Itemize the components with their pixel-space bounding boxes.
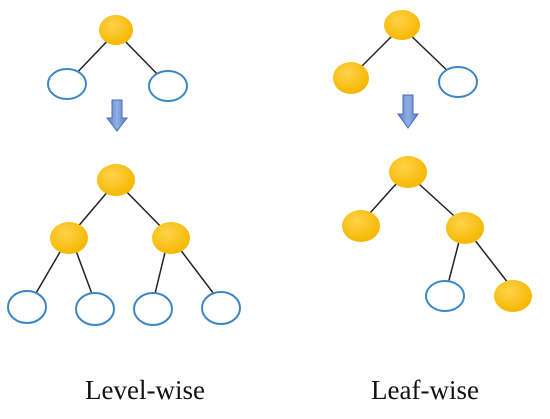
filled-node: [342, 210, 380, 242]
empty-node: [75, 292, 115, 326]
level-wise-grown-tree: [7, 164, 241, 326]
empty-node: [438, 66, 478, 98]
filled-node: [99, 15, 133, 45]
down-arrow-icon: [397, 94, 419, 129]
leaf-wise-grown-tree: [342, 156, 532, 312]
filled-node: [494, 280, 532, 312]
filled-node: [97, 164, 135, 196]
filled-node: [333, 62, 369, 94]
down-arrow-icon: [105, 99, 129, 132]
empty-node: [7, 290, 47, 324]
filled-node: [384, 10, 420, 40]
level-wise-caption: Level-wise: [85, 375, 205, 405]
leaf-wise-initial-tree: [333, 10, 478, 98]
empty-node: [425, 280, 465, 312]
empty-node: [133, 292, 173, 326]
filled-node: [389, 156, 427, 188]
empty-node: [201, 291, 241, 325]
filled-node: [50, 222, 88, 254]
leaf-wise-caption: Leaf-wise: [371, 375, 479, 405]
empty-node: [47, 68, 87, 100]
filled-node: [152, 222, 190, 254]
filled-node: [446, 212, 484, 244]
level-wise-initial-tree: [47, 15, 188, 102]
empty-node: [148, 70, 188, 102]
